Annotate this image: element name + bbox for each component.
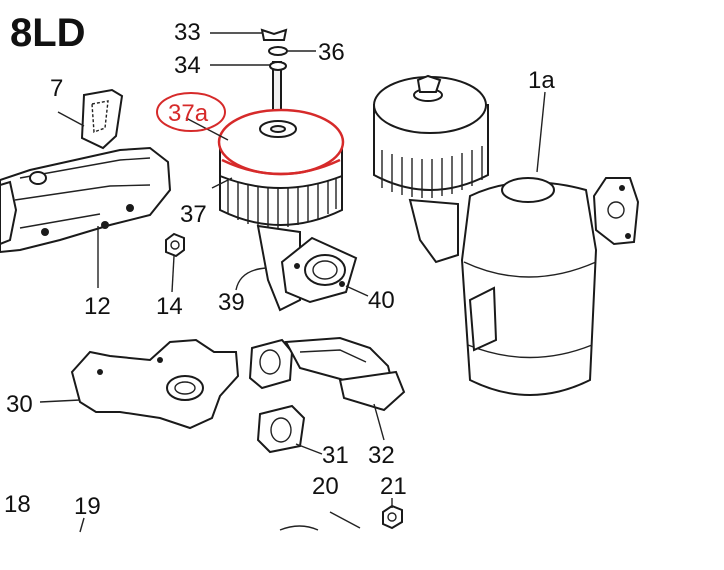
- label-36: 36: [318, 39, 345, 66]
- label-1a: 1a: [528, 67, 555, 94]
- label-34: 34: [174, 52, 201, 79]
- filter-ribs: [227, 172, 337, 228]
- label-21: 21: [380, 473, 407, 500]
- label-33: 33: [174, 19, 201, 46]
- manifold-part-12: [0, 146, 172, 254]
- label-37: 37: [180, 201, 207, 228]
- label-30: 30: [6, 391, 33, 418]
- cover-37a-highlight: [217, 108, 345, 176]
- leader-lines: [39, 32, 546, 533]
- gasket-part-7: [80, 88, 124, 150]
- pipe-part-32: [248, 336, 406, 412]
- label-37a-circle: [156, 92, 226, 132]
- air-filter-rear: [373, 74, 489, 264]
- label-39: 39: [218, 289, 245, 316]
- label-18: 18: [4, 491, 31, 518]
- manifold-part-30: [70, 338, 240, 430]
- air-filter-part-37: [217, 28, 358, 312]
- label-19: 19: [74, 493, 101, 520]
- label-31: 31: [322, 442, 349, 469]
- label-12: 12: [84, 293, 111, 320]
- label-14: 14: [156, 293, 183, 320]
- diagram-title: 8LD: [10, 11, 86, 55]
- nut-part-14: [165, 232, 185, 258]
- label-40: 40: [368, 287, 395, 314]
- label-7: 7: [50, 75, 63, 102]
- nut-part-21: [382, 504, 403, 530]
- oil-bath-cleaner-part-1a: [460, 177, 640, 396]
- label-32: 32: [368, 442, 395, 469]
- label-37a: 37a: [168, 100, 209, 127]
- label-20: 20: [312, 473, 339, 500]
